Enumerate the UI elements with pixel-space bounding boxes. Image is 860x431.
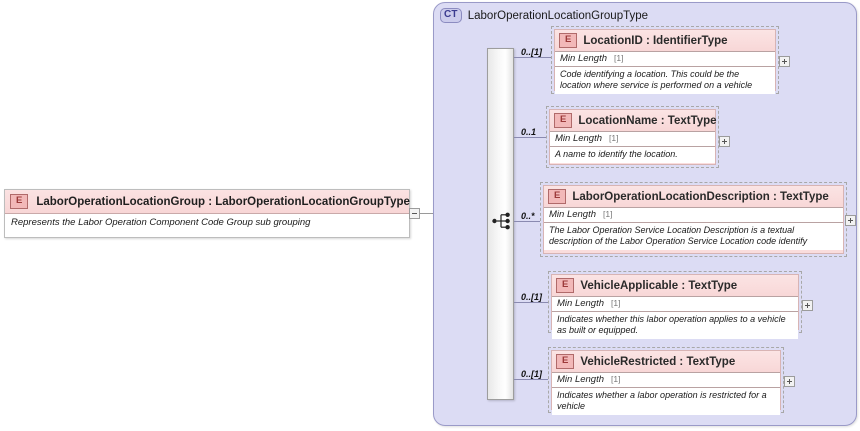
element-documentation-vehicleapplicable: Indicates whether this labor operation a… bbox=[552, 312, 798, 339]
sequence-compositor-icon bbox=[492, 212, 510, 230]
complextype-header: CT LaborOperationLocationGroupType bbox=[440, 8, 648, 23]
cardinality-label-2: 0..* bbox=[521, 211, 535, 221]
root-element-box[interactable]: E LaborOperationLocationGroup : LaborOpe… bbox=[4, 189, 410, 238]
element-facet-locationname: Min Length [1] bbox=[550, 131, 715, 147]
element-inner-locationid: E LocationID : IdentifierType Min Length… bbox=[554, 29, 776, 94]
element-expander-vehicleapplicable[interactable] bbox=[802, 300, 813, 311]
root-element-title-row: E LaborOperationLocationGroup : LaborOpe… bbox=[5, 190, 410, 214]
connector-element-4 bbox=[514, 379, 548, 380]
element-box-locationid[interactable]: E LocationID : IdentifierType Min Length… bbox=[551, 26, 779, 94]
facet-name-laboroperationlocationdescription: Min Length bbox=[549, 209, 597, 220]
element-badge-icon: E bbox=[559, 33, 578, 48]
element-title-laboroperationlocationdescription: LaborOperationLocationDescription : Text… bbox=[572, 190, 829, 203]
element-badge-icon: E bbox=[556, 354, 575, 369]
facet-value-locationid: [1] bbox=[614, 53, 624, 63]
facet-name-locationname: Min Length bbox=[555, 133, 603, 144]
element-badge-icon: E bbox=[554, 113, 573, 128]
element-inner-vehiclerestricted: E VehicleRestricted : TextType Min Lengt… bbox=[551, 350, 781, 415]
element-badge-icon: E bbox=[548, 189, 567, 204]
element-title-row-vehicleapplicable: E VehicleApplicable : TextType bbox=[552, 275, 798, 296]
facet-name-locationid: Min Length bbox=[560, 53, 608, 64]
cardinality-label-4: 0..[1] bbox=[521, 369, 543, 379]
element-facet-locationid: Min Length [1] bbox=[555, 51, 775, 67]
element-documentation-locationname: A name to identify the location. bbox=[550, 147, 715, 163]
facet-name-vehiclerestricted: Min Length bbox=[557, 374, 605, 385]
element-documentation-locationid: Code identifying a location. This could … bbox=[555, 67, 775, 94]
element-title-vehiclerestricted: VehicleRestricted : TextType bbox=[580, 355, 736, 368]
facet-name-vehicleapplicable: Min Length bbox=[557, 298, 605, 309]
element-box-laboroperationlocationdescription[interactable]: E LaborOperationLocationDescription : Te… bbox=[540, 182, 847, 257]
cardinality-label-1: 0..1 bbox=[521, 127, 537, 137]
root-collapse-toggle[interactable] bbox=[409, 208, 420, 219]
element-inner-vehicleapplicable: E VehicleApplicable : TextType Min Lengt… bbox=[551, 274, 799, 339]
root-element-title: LaborOperationLocationGroup : LaborOpera… bbox=[36, 195, 410, 208]
element-facet-laboroperationlocationdescription: Min Length [1] bbox=[544, 207, 843, 223]
element-documentation-laboroperationlocationdescription: The Labor Operation Service Location Des… bbox=[544, 223, 843, 250]
complextype-badge-icon: CT bbox=[440, 8, 462, 23]
element-box-vehicleapplicable[interactable]: E VehicleApplicable : TextType Min Lengt… bbox=[548, 271, 802, 339]
connector-element-1 bbox=[514, 137, 547, 138]
complextype-title: LaborOperationLocationGroupType bbox=[467, 9, 649, 22]
element-expander-locationid[interactable] bbox=[779, 56, 790, 67]
element-badge-icon: E bbox=[10, 194, 29, 209]
element-title-row-locationid: E LocationID : IdentifierType bbox=[555, 30, 775, 51]
element-title-locationid: LocationID : IdentifierType bbox=[583, 34, 728, 47]
element-title-row-vehiclerestricted: E VehicleRestricted : TextType bbox=[552, 351, 780, 372]
element-title-vehicleapplicable: VehicleApplicable : TextType bbox=[580, 279, 738, 292]
element-expander-laboroperationlocationdescription[interactable] bbox=[845, 215, 856, 226]
element-expander-vehiclerestricted[interactable] bbox=[784, 376, 795, 387]
element-facet-vehicleapplicable: Min Length [1] bbox=[552, 296, 798, 312]
element-inner-laboroperationlocationdescription: E LaborOperationLocationDescription : Te… bbox=[543, 185, 844, 254]
element-title-row-locationname: E LocationName : TextType bbox=[550, 110, 717, 131]
element-expander-locationname[interactable] bbox=[719, 136, 730, 147]
element-box-locationname[interactable]: E LocationName : TextType Min Length [1]… bbox=[546, 106, 719, 168]
cardinality-label-0: 0..[1] bbox=[521, 47, 543, 57]
cardinality-label-3: 0..[1] bbox=[521, 292, 543, 302]
facet-value-vehicleapplicable: [1] bbox=[611, 298, 621, 308]
facet-value-vehiclerestricted: [1] bbox=[611, 374, 621, 384]
connector-element-2 bbox=[514, 221, 540, 222]
element-documentation-vehiclerestricted: Indicates whether a labor operation is r… bbox=[552, 388, 780, 415]
element-title-row-laboroperationlocationdescription: E LaborOperationLocationDescription : Te… bbox=[544, 186, 843, 207]
element-box-vehiclerestricted[interactable]: E VehicleRestricted : TextType Min Lengt… bbox=[548, 347, 784, 415]
element-inner-locationname: E LocationName : TextType Min Length [1]… bbox=[549, 109, 717, 165]
element-facet-vehiclerestricted: Min Length [1] bbox=[552, 372, 780, 388]
root-element-documentation: Represents the Labor Operation Component… bbox=[5, 214, 409, 231]
element-badge-icon: E bbox=[556, 278, 575, 293]
connector-element-3 bbox=[514, 302, 548, 303]
facet-value-locationname: [1] bbox=[609, 133, 619, 143]
facet-value-laboroperationlocationdescription: [1] bbox=[603, 209, 613, 219]
element-title-locationname: LocationName : TextType bbox=[578, 114, 717, 127]
connector-root-to-container bbox=[420, 213, 433, 214]
connector-element-0 bbox=[514, 57, 552, 58]
